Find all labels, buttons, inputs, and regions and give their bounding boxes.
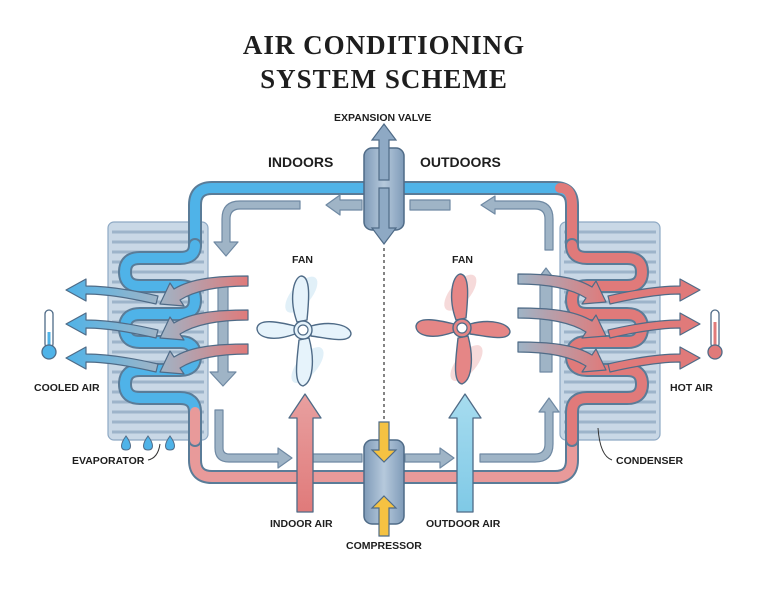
outdoor-fan <box>415 273 511 385</box>
indoor-air-arrow <box>288 393 322 513</box>
air-into-condenser-arrows <box>517 273 607 373</box>
evaporator-label: EVAPORATOR <box>72 455 145 467</box>
condenser-label: CONDENSER <box>616 455 684 467</box>
outdoor-air-label: OUTDOOR AIR <box>426 518 501 530</box>
cooled-air-label: COOLED AIR <box>34 382 100 394</box>
compressor-label: COMPRESSOR <box>346 540 422 552</box>
valve-down-arrow <box>370 187 398 245</box>
title-line-1: AIR CONDITIONING <box>242 30 526 60</box>
compressor-up-arrow <box>370 495 398 537</box>
evaporator-leader <box>147 443 161 461</box>
title-line-2: SYSTEM SCHEME <box>260 64 508 94</box>
outdoor-air-arrow <box>448 393 482 513</box>
indoor-fan <box>256 275 352 387</box>
outdoor-fan-label: FAN <box>452 254 473 266</box>
indoors-label: INDOORS <box>268 154 334 170</box>
outdoors-label: OUTDOORS <box>420 154 501 170</box>
water-droplet-icons <box>121 435 175 451</box>
warm-air-in-arrows <box>159 275 249 375</box>
hot-air-arrows <box>607 278 701 373</box>
valve-up-arrow <box>370 123 398 181</box>
cooled-air-arrows <box>65 278 159 373</box>
compressor-down-arrow <box>370 421 398 463</box>
compressor <box>363 421 405 537</box>
thermometer-cold-icon <box>41 309 57 360</box>
expansion-valve-label: EXPANSION VALVE <box>334 112 432 124</box>
expansion-valve <box>363 123 405 245</box>
indoor-fan-label: FAN <box>292 254 313 266</box>
indoor-air-label: INDOOR AIR <box>270 518 333 530</box>
hot-air-label: HOT AIR <box>670 382 713 394</box>
thermometer-hot-icon <box>707 309 723 360</box>
condenser-leader <box>597 427 613 461</box>
